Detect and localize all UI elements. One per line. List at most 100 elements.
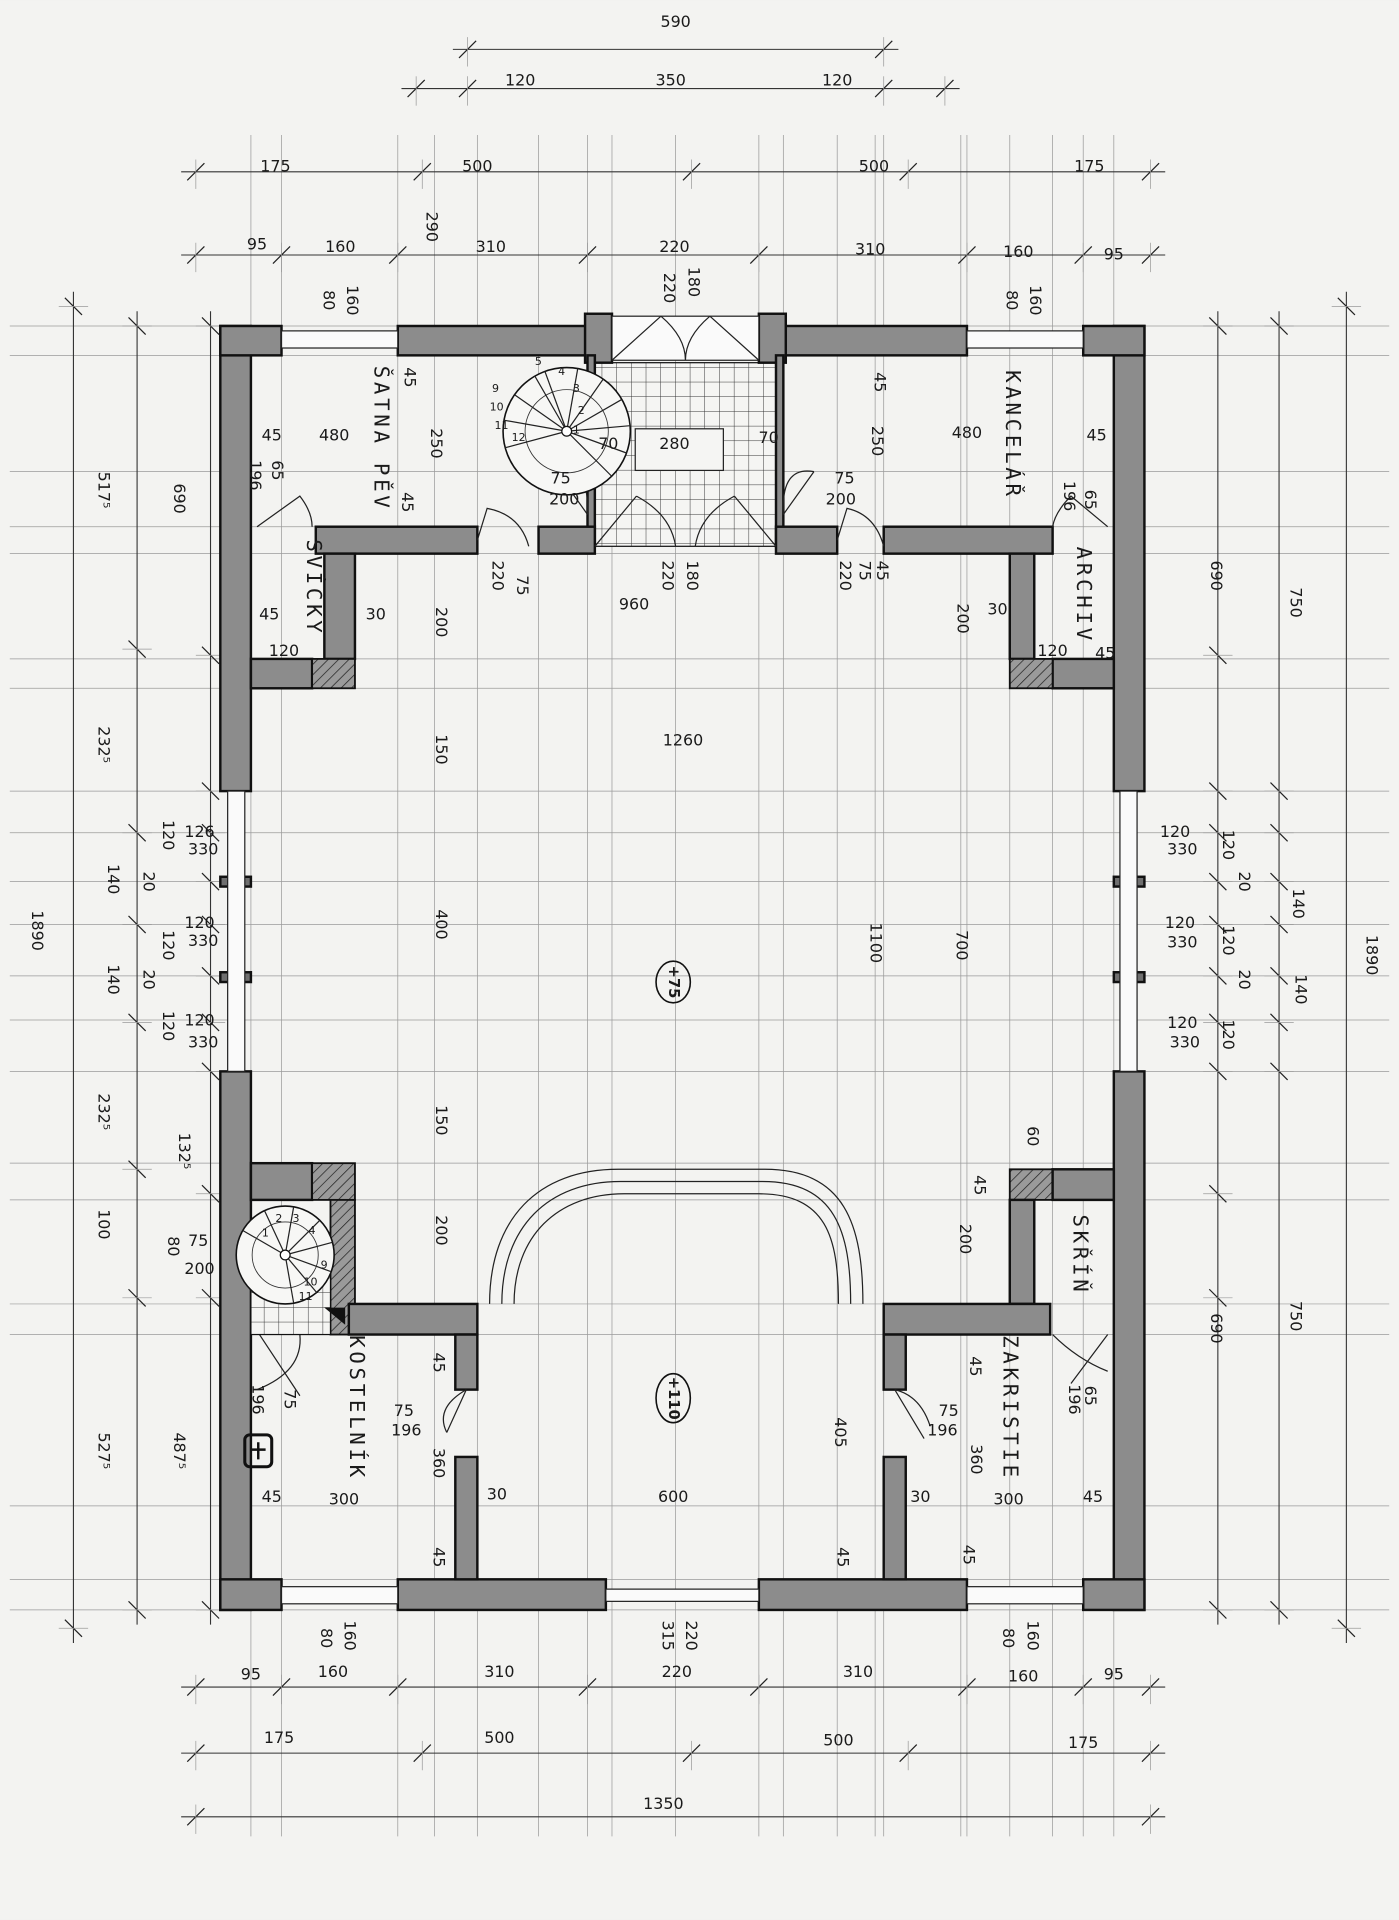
cross-icon xyxy=(250,1442,266,1460)
dimension-label: 180 xyxy=(684,267,703,297)
pillar xyxy=(311,1162,356,1201)
dimension-label: 120 xyxy=(1219,1019,1238,1049)
wall-right-upper xyxy=(1112,324,1146,793)
room-label-kostelnik: KOSTELNÍK xyxy=(345,1335,370,1481)
dimension-label: 200 xyxy=(432,607,451,637)
dimension-label: 405 xyxy=(831,1417,850,1447)
wall-zakristie xyxy=(882,1455,907,1581)
dimension-label: 200 xyxy=(956,1224,975,1254)
windows xyxy=(227,330,1138,1605)
dimension-label: 150 xyxy=(432,734,451,764)
dimension-label: 75 xyxy=(188,1231,208,1250)
dimension-label: 80 xyxy=(1003,290,1022,310)
dimension-label: 690 xyxy=(170,483,189,513)
wall-zakristie xyxy=(882,1333,907,1391)
wall-kostelnik xyxy=(454,1333,479,1391)
wall-stub xyxy=(249,657,314,690)
dimension-label: 330 xyxy=(188,1033,218,1052)
dimension-label: 30 xyxy=(366,604,386,623)
dimension-label: 690 xyxy=(1207,560,1226,590)
dimension-label: 30 xyxy=(487,1484,507,1503)
room-label-zakristie: ZAKRISTIE xyxy=(999,1335,1023,1481)
dimension-label: 45 xyxy=(398,492,417,512)
vestibule-mat xyxy=(634,428,724,472)
level-mark-presbytery xyxy=(655,1372,692,1424)
stair-step-number: 5 xyxy=(535,355,542,368)
dimension-label: 196 xyxy=(391,1421,421,1440)
dimension-label: 196 xyxy=(927,1421,957,1440)
dimension-label: 95 xyxy=(247,235,267,254)
stair-step-number: 12 xyxy=(512,431,526,444)
dimension-label: 960 xyxy=(619,595,649,614)
dimension-label: 120 xyxy=(184,913,214,932)
dimension-label: 750 xyxy=(1286,587,1305,617)
dimension-label: 120 xyxy=(822,71,852,90)
stair-step-number: 11 xyxy=(494,419,508,432)
stair-step-number: 9 xyxy=(492,382,499,395)
pillar xyxy=(311,657,356,690)
dimension-label: 140 xyxy=(1291,974,1310,1004)
dimension-label: 500 xyxy=(859,156,889,175)
dimension-label: 65 xyxy=(268,460,287,480)
room-label-kancelar: KANCELÁŘ xyxy=(1001,370,1026,500)
wall-stub xyxy=(1051,1168,1116,1202)
dimension-label: 95 xyxy=(241,1664,261,1683)
wall-kostelnik xyxy=(347,1302,479,1336)
dimension-label: 1260 xyxy=(663,730,703,749)
dimension-label: 360 xyxy=(967,1444,986,1474)
level-presbytery: +110 xyxy=(665,1377,682,1420)
dimension-label: 220 xyxy=(682,1620,701,1650)
dimension-label: 20 xyxy=(140,872,159,892)
dimension-label: 120 xyxy=(1219,830,1238,860)
stair-tread xyxy=(566,378,604,432)
dimension-label: 80 xyxy=(317,1628,336,1648)
wall-stub xyxy=(249,1161,314,1202)
dimension-label: 310 xyxy=(843,1662,873,1681)
dimension-label: 480 xyxy=(319,426,349,445)
dimension-label: 45 xyxy=(1095,644,1115,663)
dimension-label: 45 xyxy=(960,1545,979,1565)
dimension-label: 175 xyxy=(260,156,290,175)
stair-step-number: 3 xyxy=(573,382,580,395)
level-nave: +75 xyxy=(665,966,682,999)
stair-step-number: 4 xyxy=(558,365,565,378)
dimension-label: 60 xyxy=(1023,1126,1042,1146)
dimension-label: 220 xyxy=(660,273,679,303)
dimension-label: 290 xyxy=(422,212,441,242)
stair-tread xyxy=(566,368,579,432)
stair-tread xyxy=(503,419,567,432)
dimension-label: 220 xyxy=(836,560,855,590)
dimension-label: 200 xyxy=(954,603,973,633)
dimension-label: 220 xyxy=(488,560,507,590)
stair-tread xyxy=(514,394,568,432)
dimension-label: 232⁵ xyxy=(94,726,113,763)
dimension-label: 527⁵ xyxy=(94,1432,113,1469)
dimension-label: 80 xyxy=(164,1236,183,1256)
stair-tread xyxy=(284,1254,318,1293)
dimension-label: 160 xyxy=(1026,285,1045,315)
wall-satna xyxy=(314,525,479,555)
stair-step-number: 2 xyxy=(578,404,585,417)
dimension-label: 330 xyxy=(1170,1033,1200,1052)
stair-step-number: 10 xyxy=(304,1276,318,1289)
dimension-label: 140 xyxy=(1289,889,1308,919)
dimension-label: 20 xyxy=(1235,872,1254,892)
dimension-label: 120 xyxy=(505,71,535,90)
wall-stub xyxy=(1051,657,1116,690)
wall-top xyxy=(1081,324,1146,357)
dimension-label: 160 xyxy=(343,285,362,315)
dimension-label: 232⁵ xyxy=(94,1093,113,1130)
dimension-label: 45 xyxy=(262,426,282,445)
dimension-label: 20 xyxy=(1235,969,1254,989)
wall-kostelnik xyxy=(454,1455,479,1581)
dimension-label: 45 xyxy=(1087,426,1107,445)
wall-top xyxy=(777,324,969,357)
dimension-label: 45 xyxy=(873,561,892,581)
dimension-label: 600 xyxy=(658,1487,688,1506)
dimension-label: 75 xyxy=(280,1389,299,1409)
dimension-label: 45 xyxy=(430,1547,449,1567)
stair-step-number: 9 xyxy=(321,1258,328,1271)
dimension-label: 330 xyxy=(1167,932,1197,951)
dimension-label: 1890 xyxy=(28,910,47,950)
